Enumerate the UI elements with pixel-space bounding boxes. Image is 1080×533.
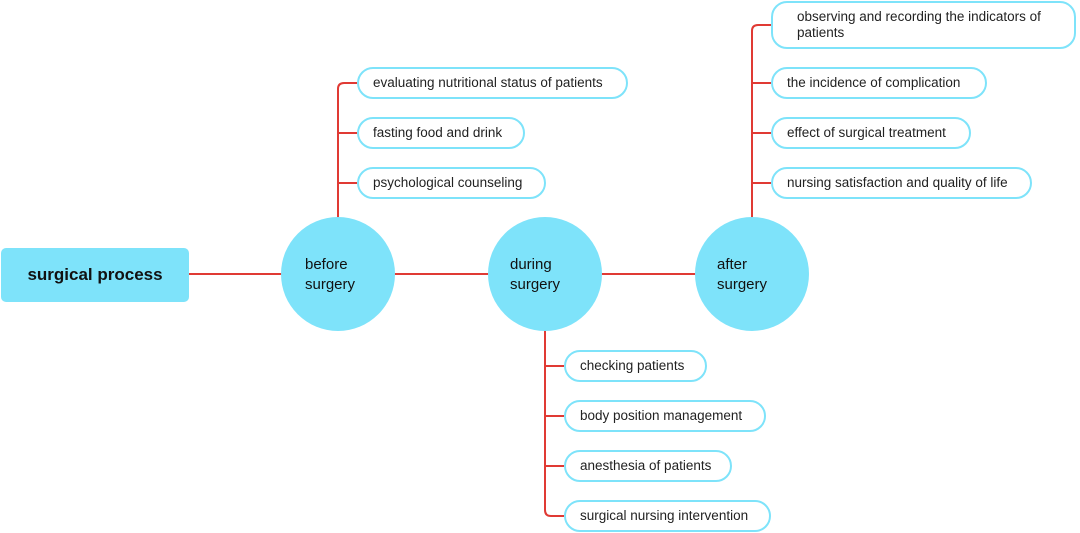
leaf-during-4[interactable]: surgical nursing intervention (564, 500, 771, 532)
leaf-label: effect of surgical treatment (787, 125, 946, 140)
leaf-label: fasting food and drink (373, 125, 503, 140)
leaf-label: psychological counseling (373, 175, 523, 190)
connector-lines (189, 24, 771, 517)
branch-before-line (337, 82, 357, 218)
stage-after-circle[interactable] (695, 217, 809, 331)
leaf-after-4[interactable]: nursing satisfaction and quality of life (771, 167, 1032, 199)
root-label: surgical process (27, 265, 163, 284)
leaf-label: the incidence of complication (787, 75, 961, 90)
leaf-after-2[interactable]: the incidence of complication (771, 67, 987, 99)
leaf-before-3[interactable]: psychological counseling (357, 167, 546, 199)
leaf-before-1[interactable]: evaluating nutritional status of patient… (357, 67, 628, 99)
branch-during-line (544, 330, 564, 517)
stage-before-label: before surgery (305, 255, 355, 295)
stage-during-circle[interactable] (488, 217, 602, 331)
stage-before-line-2: surgery (305, 276, 356, 293)
stage-during-line-1: during (510, 256, 552, 273)
root-node[interactable] (1, 248, 189, 302)
stage-circles (281, 217, 809, 331)
leaf-label: observing and recording the indicators o… (797, 9, 1041, 40)
stage-after-line-1: after (717, 256, 748, 273)
leaf-during-2[interactable]: body position management (564, 400, 766, 432)
leaf-label: surgical nursing intervention (580, 508, 749, 523)
stage-before-line-1: before (305, 256, 348, 273)
leaf-after-3[interactable]: effect of surgical treatment (771, 117, 971, 149)
leaf-during-3[interactable]: anesthesia of patients (564, 450, 732, 482)
leaf-before-2[interactable]: fasting food and drink (357, 117, 525, 149)
leaf-after-1[interactable]: observing and recording the indicators o… (771, 1, 1076, 49)
leaf-during-1[interactable]: checking patients (564, 350, 707, 382)
leaf-label: anesthesia of patients (580, 458, 712, 473)
branch-after-line (751, 24, 771, 218)
stage-after-label: after surgery (717, 255, 767, 295)
leaf-label: checking patients (580, 358, 685, 373)
stage-during-label: during surgery (510, 255, 560, 295)
leaf-label: nursing satisfaction and quality of life (787, 175, 1008, 190)
stage-after-line-2: surgery (717, 276, 768, 293)
stage-before-circle[interactable] (281, 217, 395, 331)
leaf-label: body position management (580, 408, 743, 423)
stage-during-line-2: surgery (510, 276, 561, 293)
leaf-label: evaluating nutritional status of patient… (373, 75, 603, 90)
